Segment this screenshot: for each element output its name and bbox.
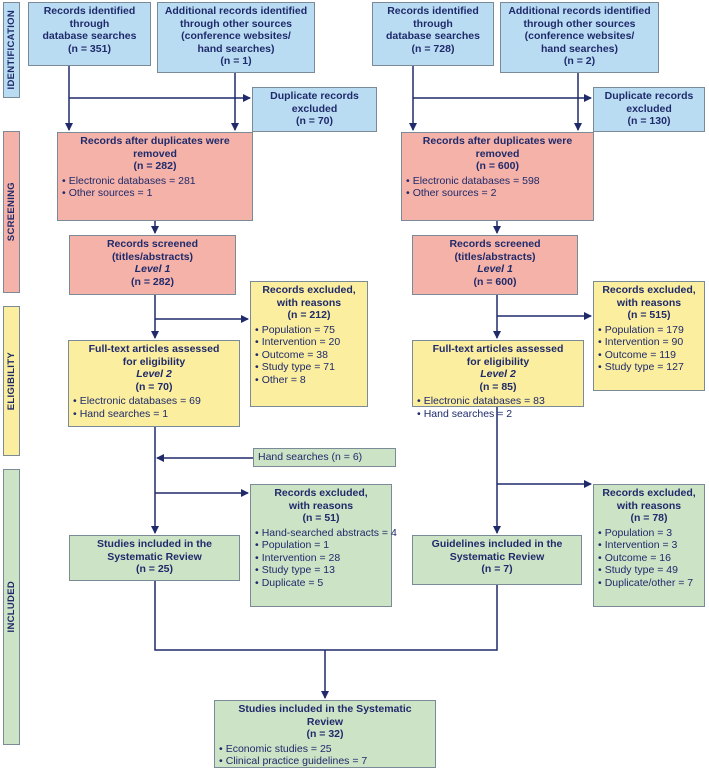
final-included-box: Studies included in the Systematic Revie… bbox=[214, 700, 436, 768]
list-item: Intervention = 28 bbox=[255, 552, 387, 565]
merge-line bbox=[154, 581, 498, 651]
list-item: Clinical practice guidelines = 7 bbox=[219, 755, 431, 768]
list-item: Hand-searched abstracts = 4 bbox=[255, 527, 397, 540]
list-item: Hand searches = 1 bbox=[73, 408, 235, 421]
list-item: Economic studies = 25 bbox=[219, 743, 431, 756]
list-item: Electronic databases = 69 bbox=[73, 395, 235, 408]
list-item: Outcome = 16 bbox=[598, 552, 700, 565]
r-screened-box: Records screened(titles/abstracts)Level … bbox=[412, 235, 578, 295]
list-item: Outcome = 119 bbox=[598, 349, 700, 362]
stage-screening: SCREENING bbox=[3, 131, 20, 293]
r-excluded1-box: Records excluded,with reasons(n = 515) P… bbox=[593, 281, 705, 391]
list-item: Duplicate = 5 bbox=[255, 577, 387, 590]
list-item: Duplicate/other = 7 bbox=[598, 577, 700, 590]
list-item: Study type = 71 bbox=[255, 361, 363, 374]
stage-included: INCLUDED bbox=[3, 469, 20, 745]
l-screened-box: Records screened(titles/abstracts)Level … bbox=[69, 235, 236, 295]
stage-eligibility: ELIGIBILITY bbox=[3, 306, 20, 456]
stage-identification: IDENTIFICATION bbox=[3, 2, 20, 98]
list-item: Electronic databases = 83 bbox=[417, 395, 579, 408]
list-item: Hand searches = 2 bbox=[417, 408, 579, 421]
list-item: Other sources = 2 bbox=[406, 187, 589, 200]
list-item: Other sources = 1 bbox=[62, 187, 248, 200]
list-item: Population = 179 bbox=[598, 324, 700, 337]
list-item: Electronic databases = 598 bbox=[406, 175, 589, 188]
r-excluded2-box: Records excluded,with reasons(n = 78) Po… bbox=[593, 484, 705, 607]
list-item: Population = 1 bbox=[255, 539, 387, 552]
list-item: Population = 75 bbox=[255, 324, 363, 337]
l-hand-searches-box: Hand searches (n = 6) bbox=[253, 448, 396, 467]
l-excluded1-box: Records excluded,with reasons(n = 212) P… bbox=[250, 281, 368, 407]
list-item: Study type = 49 bbox=[598, 564, 700, 577]
l-excluded2-box: Records excluded,with reasons(n = 51) Ha… bbox=[250, 484, 397, 607]
list-item: Study type = 127 bbox=[598, 361, 700, 374]
list-item: Electronic databases = 281 bbox=[62, 175, 248, 188]
list-item: Intervention = 20 bbox=[255, 336, 363, 349]
list-item: Population = 3 bbox=[598, 527, 700, 540]
list-item: Outcome = 38 bbox=[255, 349, 363, 362]
list-item: Intervention = 3 bbox=[598, 539, 700, 552]
list-item: Other = 8 bbox=[255, 374, 363, 387]
list-item: Intervention = 90 bbox=[598, 336, 700, 349]
list-item: Study type = 13 bbox=[255, 564, 387, 577]
